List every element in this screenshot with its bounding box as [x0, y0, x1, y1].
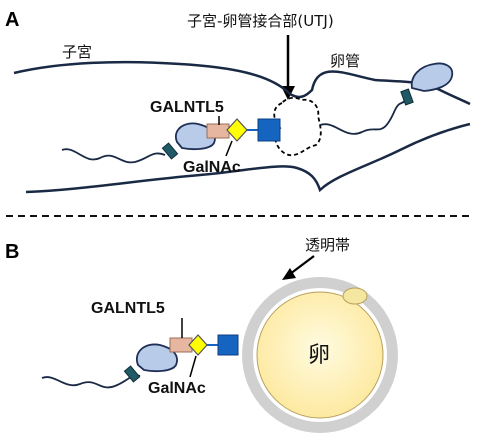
polar-body	[342, 287, 368, 305]
sperm-a-bound	[61, 118, 281, 164]
zona-label: 透明帯	[305, 236, 350, 254]
panel-a-label: A	[5, 9, 19, 31]
sperm-a-free	[319, 62, 454, 135]
galnac-pointer-b	[189, 355, 197, 378]
uterus-label: 子宮	[62, 43, 92, 61]
panel-b-label: B	[5, 241, 19, 263]
utj-region	[273, 96, 322, 156]
galnac-pointer-a	[225, 140, 233, 157]
egg-with-zona	[242, 277, 398, 433]
egg-label: 卵	[308, 343, 330, 368]
galnac-label-b: GalNAc	[148, 380, 206, 397]
galntl5-label-a: GALNTL5	[150, 99, 224, 116]
utj-arrow	[281, 35, 295, 100]
zona-arrow	[282, 255, 315, 280]
oviduct-label: 卵管	[330, 52, 360, 70]
utj-label: 子宮-卵管接合部(UTJ)	[187, 12, 334, 30]
sperm-b-bound	[41, 334, 239, 389]
galntl5-label-b: GALNTL5	[91, 300, 165, 317]
galnac-label-a: GalNAc	[183, 159, 241, 176]
